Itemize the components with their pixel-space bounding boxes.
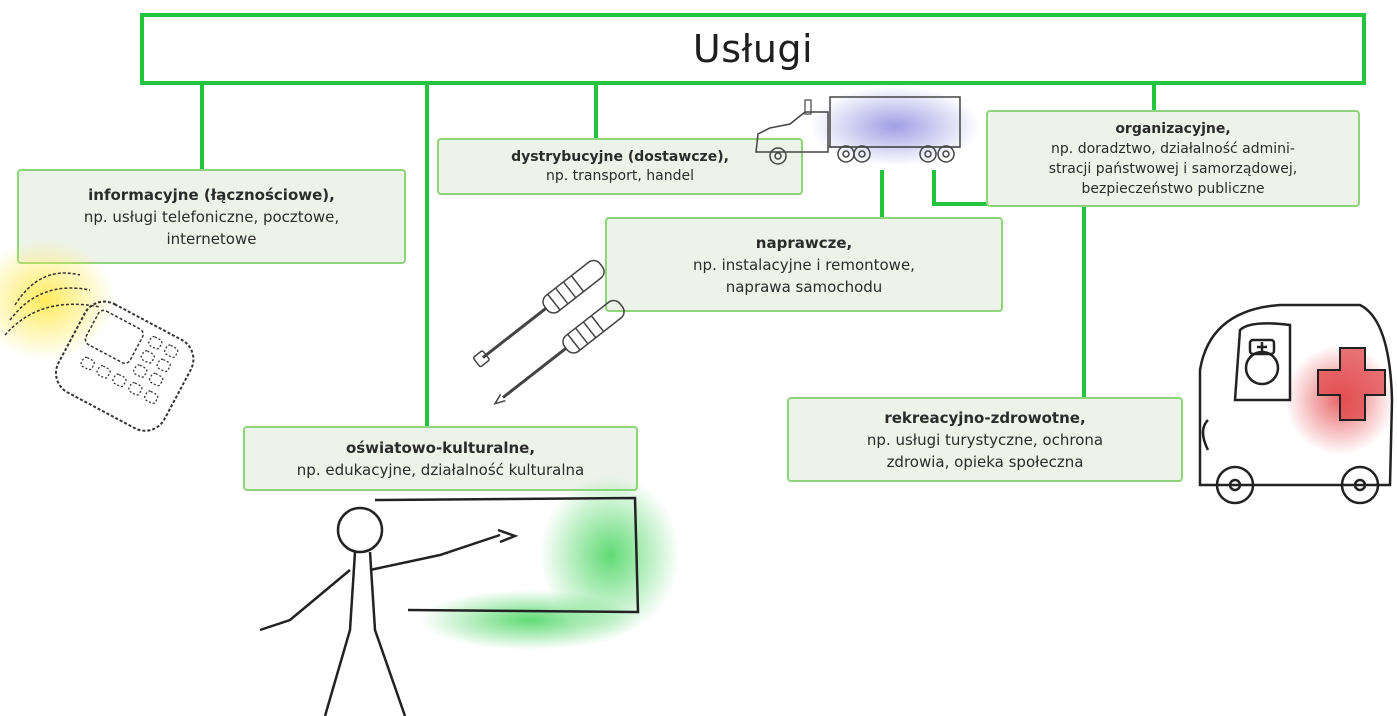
category-desc: np. usługi telefoniczne, pocztowe, inter… xyxy=(83,207,340,248)
category-desc: np. usługi turystyczne, ochrona zdrowia,… xyxy=(866,430,1104,471)
category-desc: np. transport, handel xyxy=(546,167,694,184)
category-desc: np. doradztwo, działalność admini- strac… xyxy=(1048,140,1298,197)
truck-icon xyxy=(755,86,980,166)
category-head: naprawcze, xyxy=(755,233,853,252)
category-dystrybucyjne: dystrybucyjne (dostawcze), np. transport… xyxy=(437,138,803,195)
teacher-at-board-icon xyxy=(259,475,680,716)
category-organizacyjne: organizacyjne, np. doradztwo, działalnoś… xyxy=(986,110,1360,207)
category-head: rekreacyjno-zdrowotne, xyxy=(884,408,1086,427)
connector-rekreacyjno-a xyxy=(932,170,936,206)
category-informacyjne: informacyjne (łącznościowe), np. usługi … xyxy=(17,169,406,264)
category-head: organizacyjne, xyxy=(1115,120,1231,137)
category-naprawcze: naprawcze, np. instalacyjne i remontowe,… xyxy=(605,217,1003,312)
category-rekreacyjno: rekreacyjno-zdrowotne, np. usługi turyst… xyxy=(787,397,1183,482)
connector-organizacyjne xyxy=(1152,85,1156,110)
connector-dystrybucyjne xyxy=(594,85,598,139)
category-oswiatowo: oświatowo-kulturalne, np. edukacyjne, dz… xyxy=(243,426,638,491)
title-box: Usługi xyxy=(140,13,1366,85)
screwdrivers-icon xyxy=(472,259,625,405)
connector-rekreacyjno-c xyxy=(1082,202,1086,398)
category-desc: np. instalacyjne i remontowe, naprawa sa… xyxy=(693,255,915,296)
diagram-title: Usługi xyxy=(692,27,814,71)
connector-naprawcze xyxy=(880,170,884,218)
ambulance-icon xyxy=(1198,303,1395,505)
category-head: informacyjne (łącznościowe), xyxy=(88,185,335,204)
connector-oswiatowo xyxy=(425,85,429,427)
connector-informacyjne xyxy=(200,85,204,170)
category-head: oświatowo-kulturalne, xyxy=(345,438,536,457)
mobile-phone-icon xyxy=(0,240,195,432)
category-head: dystrybucyjne (dostawcze), xyxy=(511,148,729,165)
category-desc: np. edukacyjne, działalność kulturalna xyxy=(296,460,585,479)
